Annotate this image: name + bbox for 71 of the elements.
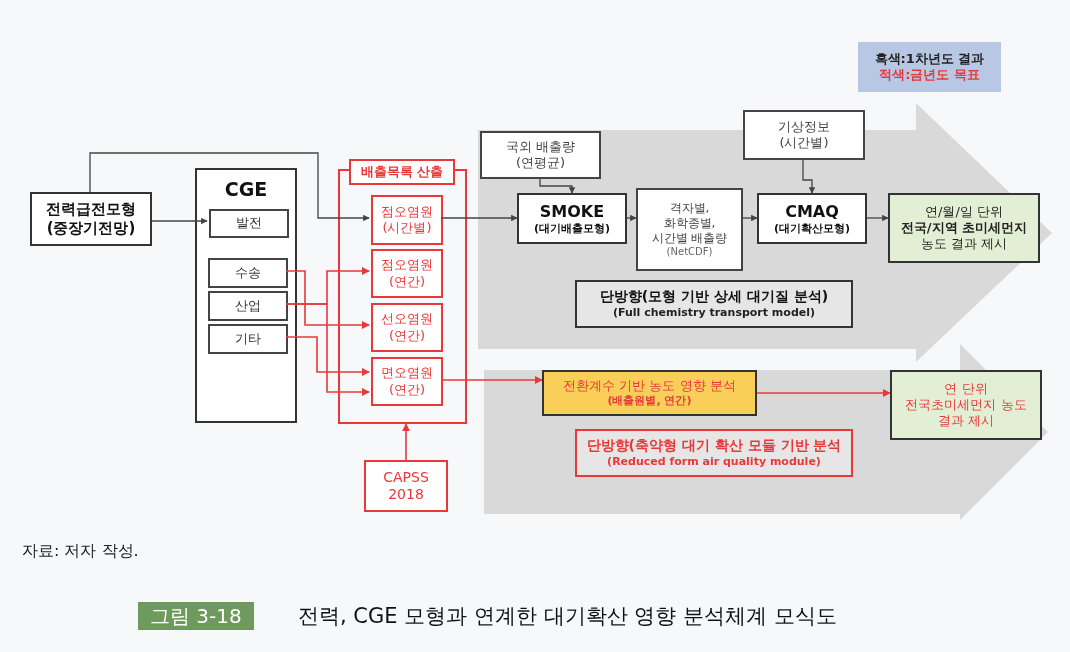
box-text: 면오염원 (연간) bbox=[380, 365, 434, 398]
result-box bbox=[888, 193, 1040, 263]
block-arrow bbox=[478, 103, 1052, 362]
arrow bbox=[285, 303, 370, 396]
box-text: 국외 배출량 (연평균) bbox=[504, 138, 577, 172]
arrow bbox=[285, 336, 370, 376]
box-text: (NetCDF) bbox=[665, 245, 714, 259]
box-text: CMAQ bbox=[784, 201, 840, 222]
box-text: 격자별, 화학종별, 시간별 배출량 bbox=[650, 200, 729, 246]
arrow bbox=[440, 376, 543, 384]
arrow bbox=[89, 152, 370, 222]
box-text: (대기확산모형) bbox=[772, 221, 852, 236]
data-box bbox=[636, 188, 743, 271]
block-arrow bbox=[484, 344, 1048, 520]
box-text: 기타 bbox=[234, 330, 262, 348]
box-text: 연 단위 전국초미세먼지 농도 결과 제시 bbox=[904, 380, 1028, 430]
process-box bbox=[364, 460, 448, 512]
box-text: 연/월/일 단위 전국/지역 초미세먼지 농도 결과 제시 bbox=[899, 203, 1029, 253]
arrow bbox=[742, 214, 758, 222]
box-text: 흑색:1차년도 결과 bbox=[873, 50, 986, 67]
input-box bbox=[743, 110, 865, 160]
process-box bbox=[371, 195, 443, 245]
box-text: 전력급전모형 (중장기전망) bbox=[45, 200, 137, 238]
legend-box bbox=[858, 42, 1001, 92]
box-text: 단방향(모형 기반 상세 대기질 분석) bbox=[598, 288, 830, 306]
result-box bbox=[890, 370, 1042, 440]
process-box bbox=[208, 258, 288, 288]
box-text: 수송 bbox=[234, 264, 262, 282]
box-text: 선오염원 (연간) bbox=[380, 311, 434, 344]
figure-caption: 전력, CGE 모형과 연계한 대기확산 영향 분석체계 모식도 bbox=[298, 603, 837, 630]
box-text: 전환계수 기반 농도 영향 분석 bbox=[562, 378, 737, 395]
input-box bbox=[480, 131, 601, 179]
box-text: (Full chemistry transport model) bbox=[611, 305, 817, 320]
arrow bbox=[151, 217, 208, 225]
group-heading: 배출목록 산출 bbox=[349, 159, 455, 185]
box-text: (대기배출모형) bbox=[532, 221, 612, 236]
box-text: 발전 bbox=[235, 215, 263, 232]
box-text: SMOKE bbox=[538, 201, 606, 222]
process-box bbox=[208, 324, 288, 354]
box-text: (Reduced form air quality module) bbox=[606, 454, 822, 469]
box-text: 단방향(축약형 대기 확산 모듈 기반 분석 bbox=[585, 437, 843, 455]
arrow bbox=[626, 214, 637, 222]
arrow bbox=[866, 214, 889, 222]
process-box bbox=[30, 192, 152, 246]
box-text: 점오염원 (시간별) bbox=[380, 203, 434, 237]
process-box bbox=[371, 303, 443, 352]
process-box bbox=[209, 209, 289, 238]
arrow bbox=[802, 159, 816, 194]
method-box bbox=[575, 429, 853, 477]
box-text: 산업 bbox=[234, 297, 262, 315]
figure-number: 그림 3-18 bbox=[138, 602, 254, 630]
box-text: CAPSS 2018 bbox=[382, 468, 430, 504]
arrow bbox=[756, 389, 891, 397]
process-box bbox=[542, 370, 757, 416]
process-box bbox=[371, 357, 443, 406]
group-box bbox=[195, 168, 297, 423]
box-text: (배출원별, 연간) bbox=[606, 394, 693, 408]
box-text: 적색:금년도 목표 bbox=[878, 67, 981, 84]
process-box bbox=[757, 193, 867, 244]
arrow bbox=[285, 270, 370, 329]
method-box bbox=[575, 280, 853, 328]
source-note: 자료: 저자 작성. bbox=[22, 541, 139, 562]
process-box bbox=[517, 193, 627, 244]
group-heading: CGE bbox=[224, 178, 268, 202]
box-text: 점오염원 (연간) bbox=[380, 257, 434, 290]
arrow bbox=[440, 214, 518, 222]
box-text: 기상정보 (시간별) bbox=[777, 118, 831, 152]
arrow bbox=[539, 178, 576, 194]
process-box bbox=[371, 249, 443, 298]
arrow bbox=[402, 423, 410, 461]
process-box bbox=[208, 291, 288, 321]
